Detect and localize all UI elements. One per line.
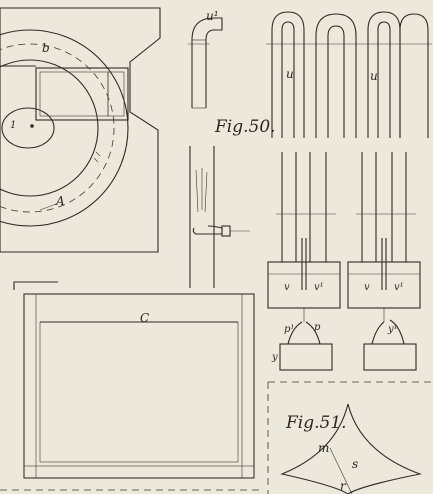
fig51-caption: Fig.51.	[285, 413, 347, 433]
label-m: m	[318, 441, 329, 455]
kiln-section-diagram: b 1 A	[0, 7, 161, 253]
label-A: A	[55, 194, 65, 208]
label-u-right: u	[370, 69, 378, 83]
fig51-diagram: m s r	[267, 381, 433, 494]
label-s: s	[352, 457, 358, 471]
label-C: C	[140, 311, 149, 325]
pipe-assembly-fig50: u¹	[188, 9, 250, 288]
fig50-caption: Fig.50.	[214, 117, 276, 137]
label-y: y	[271, 352, 278, 363]
label-p1: p¹	[284, 324, 294, 335]
label-u-left: u	[286, 67, 294, 81]
label-v-left: v	[284, 282, 290, 293]
label-u1-top: u¹	[206, 9, 219, 23]
label-a: 1	[10, 120, 16, 131]
small-basins: p¹ p y y¹	[271, 319, 417, 371]
label-v1-left: v¹	[314, 282, 324, 293]
u-tube-pipes: u u	[266, 11, 432, 138]
label-y1: y¹	[387, 324, 398, 335]
label-v-right: v	[364, 282, 370, 293]
label-p: p	[314, 322, 321, 333]
label-v1-right: v¹	[394, 282, 404, 293]
vessel-assemblies: v v¹ v v¹	[267, 152, 421, 322]
tank-c: C	[13, 281, 255, 479]
label-b: b	[42, 41, 50, 55]
label-r: r	[340, 479, 347, 493]
